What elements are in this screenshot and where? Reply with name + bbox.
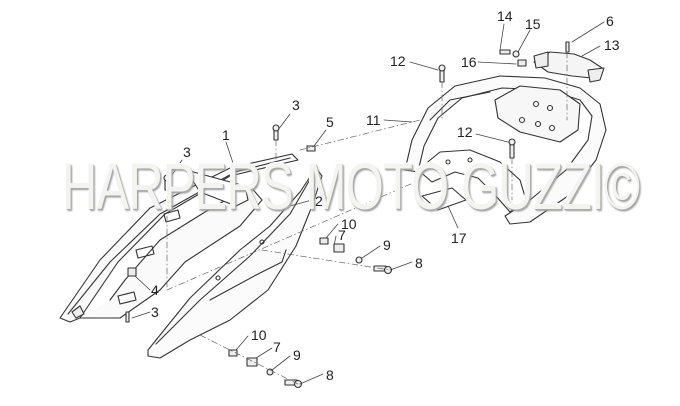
callout-7a: 7	[338, 227, 346, 243]
leader-lines	[131, 21, 605, 385]
callout-2: 2	[315, 193, 323, 209]
callout-14: 14	[497, 8, 513, 24]
luggage-rack	[404, 75, 607, 225]
callout-17: 17	[451, 230, 467, 246]
callout-8a: 8	[415, 255, 423, 271]
side-panel-left	[59, 153, 299, 323]
side-panel-right	[147, 167, 323, 359]
callout-12b: 12	[457, 124, 473, 140]
callout-10a: 10	[341, 216, 357, 232]
callout-9a: 9	[383, 237, 391, 253]
rack-cover	[533, 51, 605, 83]
callout-16: 16	[461, 54, 477, 70]
assembly-lines	[166, 51, 568, 385]
callout-7b: 7	[273, 339, 281, 355]
callout-3a: 3	[292, 97, 300, 113]
callout-4: 4	[151, 282, 159, 298]
hardware	[125, 41, 570, 389]
callout-3b: 3	[183, 144, 191, 160]
callout-10b: 10	[251, 327, 267, 343]
callout-12a: 12	[390, 53, 406, 69]
callout-13: 13	[604, 37, 620, 53]
callout-8b: 8	[326, 367, 334, 383]
rack-handle	[494, 85, 581, 143]
callout-6: 6	[606, 13, 614, 29]
callout-11: 11	[366, 112, 381, 128]
callout-5: 5	[326, 114, 334, 130]
callout-9b: 9	[293, 347, 301, 363]
callout-3c: 3	[151, 304, 159, 320]
callout-15: 15	[525, 16, 541, 32]
callout-1: 1	[222, 127, 230, 143]
support-bracket	[417, 149, 527, 213]
